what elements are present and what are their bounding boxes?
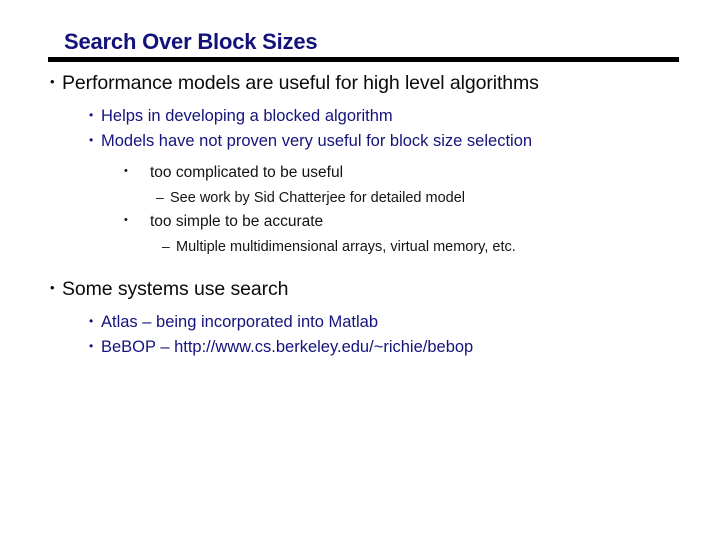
bullet-text: Models have not proven very useful for b… — [101, 132, 533, 150]
bullet-level1: • Some systems use search — [0, 278, 720, 306]
bullet-level2: • Models have not proven very useful for… — [0, 132, 720, 157]
slide-title-block: Search Over Block Sizes — [48, 30, 680, 62]
bullet-point-icon: • — [124, 214, 128, 226]
slide-body: • Performance models are useful for high… — [0, 72, 720, 363]
bullet-level4: – Multiple multidimensional arrays, virt… — [0, 238, 720, 262]
bullet-text: Atlas – being incorporated into Matlab — [101, 313, 379, 331]
spacer — [0, 306, 720, 313]
bullet-level2: • Atlas – being incorporated into Matlab — [0, 313, 720, 338]
bullet-point-icon: • — [124, 165, 128, 177]
bullet-point-icon: • — [89, 314, 94, 328]
bullet-level3: • too simple to be accurate — [0, 213, 720, 238]
en-dash-icon: – — [162, 238, 170, 254]
en-dash-icon: – — [156, 189, 164, 205]
spacer — [0, 100, 720, 107]
page-title: Search Over Block Sizes — [64, 29, 318, 54]
bullet-text: Helps in developing a blocked algorithm — [101, 107, 393, 125]
bullet-text: Multiple multidimensional arrays, virtua… — [176, 239, 516, 255]
bullet-level3: • too complicated to be useful — [0, 164, 720, 189]
bullet-point-icon: • — [89, 133, 94, 147]
bullet-text: BeBOP – http://www.cs.berkeley.edu/~rich… — [101, 338, 474, 356]
bullet-text: Performance models are useful for high l… — [62, 72, 539, 94]
bullet-text: too simple to be accurate — [150, 213, 324, 230]
bullet-text: Some systems use search — [62, 278, 289, 300]
bullet-text: too complicated to be useful — [150, 164, 344, 181]
bullet-level2-url: • BeBOP – http://www.cs.berkeley.edu/~ri… — [0, 338, 720, 363]
bullet-point-icon: • — [50, 280, 55, 295]
bullet-point-icon: • — [89, 108, 94, 122]
bullet-point-icon: • — [89, 339, 94, 353]
bullet-level2: • Helps in developing a blocked algorith… — [0, 107, 720, 132]
bullet-level4: – See work by Sid Chatterjee for detaile… — [0, 189, 720, 213]
spacer — [0, 157, 720, 164]
title-underline-rule — [48, 57, 679, 62]
spacer — [0, 262, 720, 278]
bullet-point-icon: • — [50, 74, 55, 89]
bullet-text: See work by Sid Chatterjee for detailed … — [170, 190, 465, 206]
bullet-level1: • Performance models are useful for high… — [0, 72, 720, 100]
